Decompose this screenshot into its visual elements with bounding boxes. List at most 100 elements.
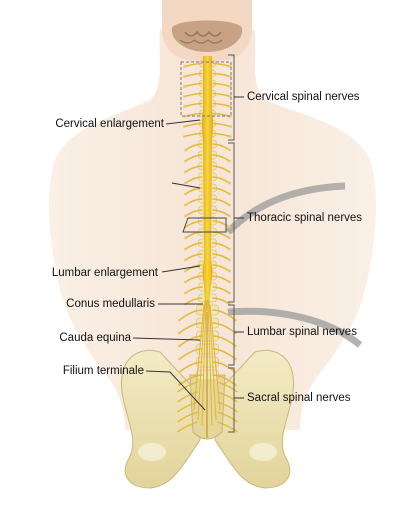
label-sacral-spinal-nerves: Sacral spinal nerves: [247, 392, 351, 404]
nerve-ending: [178, 331, 181, 335]
nerve-ending: [184, 159, 187, 163]
spinal-nerve: [212, 309, 236, 321]
nerve-ending: [178, 370, 181, 374]
nerve-ending: [184, 236, 187, 240]
spinal-nerve: [185, 143, 203, 151]
nerve-ending: [184, 258, 187, 262]
spinal-nerve: [184, 112, 203, 118]
nerve-ending: [228, 280, 231, 284]
spinal-nerve: [212, 220, 230, 228]
spinal-nerve: [212, 176, 230, 184]
spinal-nerve: [212, 154, 230, 162]
nerve-ending: [184, 170, 187, 174]
spinal-nerve: [179, 309, 203, 321]
nerve-ending: [228, 258, 231, 262]
spinal-nerve: [185, 165, 203, 173]
nerve-ending: [228, 247, 231, 251]
nerve-ending: [183, 125, 186, 128]
spinal-nerve: [212, 102, 231, 108]
label-lumbar-enlargement: Lumbar enlargement: [51, 267, 158, 279]
spinal-nerve: [185, 286, 203, 294]
spinal-nerve: [184, 92, 203, 98]
spinal-nerve: [179, 361, 203, 373]
spinal-nerve: [185, 275, 203, 283]
label-cervical-enlargement: Cervical enlargement: [55, 118, 164, 130]
spinal-nerve: [185, 187, 203, 195]
nerve-ending: [228, 269, 231, 273]
nerve-ending: [234, 344, 237, 348]
nerve-ending: [183, 85, 186, 88]
label-lumbar-spinal-nerves: Lumbar spinal nerves: [247, 326, 357, 338]
spinal-nerve: [184, 132, 203, 138]
nerve-ending: [178, 344, 181, 348]
spinal-nerve: [185, 242, 203, 250]
nerve-ending: [183, 65, 186, 68]
nerve-ending: [234, 357, 237, 361]
brain-icon: [171, 20, 243, 52]
nerve-ending: [184, 148, 187, 152]
nerve-ending: [183, 95, 186, 98]
nerve-ending: [234, 370, 237, 374]
spinal-nerve: [184, 82, 203, 88]
spinal-nerve: [212, 143, 230, 151]
label-filium-terminale: Filium terminale: [62, 365, 144, 377]
label-cauda-equina: Cauda equina: [59, 332, 131, 344]
spinal-nerve: [212, 264, 230, 272]
sacral-nerve: [177, 421, 198, 433]
nerve-ending: [228, 291, 231, 295]
spinal-nerve: [179, 348, 203, 360]
nerve-ending: [228, 236, 231, 240]
spinal-nerve: [212, 253, 230, 261]
spinal-nerve: [212, 62, 231, 68]
spinal-nerve: [184, 122, 203, 128]
nerve-ending: [234, 318, 237, 322]
spinal-nerve: [184, 62, 203, 68]
cervical-enlargement-box: [180, 61, 232, 117]
nerve-ending: [234, 383, 237, 387]
spinal-nerve: [185, 209, 203, 217]
spinal-nerve: [212, 322, 236, 334]
nerve-ending: [184, 291, 187, 295]
spinal-nerve: [212, 242, 230, 250]
nerve-ending: [228, 225, 231, 229]
spinal-nerve: [212, 297, 230, 305]
sacral-nerve: [217, 391, 238, 403]
rib-arc-lower: [227, 307, 363, 348]
sacral-nerve: [177, 411, 198, 423]
spinal-nerve: [212, 82, 231, 88]
label-conus-medullaris: Conus medullaris: [66, 298, 155, 310]
spinal-nerve: [212, 275, 230, 283]
label-cervical-spinal-nerves: Cervical spinal nerves: [247, 91, 360, 103]
label-thoracic-spinal-nerves: Thoracic spinal nerves: [247, 212, 363, 224]
nerve-ending: [184, 203, 187, 207]
spinal-nerve: [184, 72, 203, 78]
spinal-nerve: [185, 297, 203, 305]
sacral-nerve: [177, 381, 198, 393]
nerve-ending: [229, 135, 232, 138]
thoracic-bracket: [228, 142, 235, 303]
spinal-nerve: [212, 374, 236, 386]
spinal-nerve: [212, 122, 231, 128]
nerve-ending: [184, 214, 187, 218]
spinal-nerve: [184, 102, 203, 108]
spinal-nerve: [212, 209, 230, 217]
sacral-bracket: [228, 367, 235, 433]
nerve-ending: [184, 269, 187, 273]
nerve-ending: [184, 280, 187, 284]
nerve-ending: [184, 192, 187, 196]
nerve-ending: [228, 192, 231, 196]
nerve-ending: [228, 148, 231, 152]
sacral-nerve: [217, 411, 238, 423]
sacral-nerve: [217, 421, 238, 433]
spinal-nerve: [179, 322, 203, 334]
nerve-ending: [178, 357, 181, 361]
nerve-ending: [178, 383, 181, 387]
leader-lines: [132, 96, 244, 411]
lumbar-enlargement-box: [182, 217, 227, 233]
spinal-nerve: [185, 253, 203, 261]
spinal-nerve: [212, 187, 230, 195]
nerve-ending: [229, 125, 232, 128]
spinal-nerve: [212, 286, 230, 294]
spinal-nerve: [212, 165, 230, 173]
